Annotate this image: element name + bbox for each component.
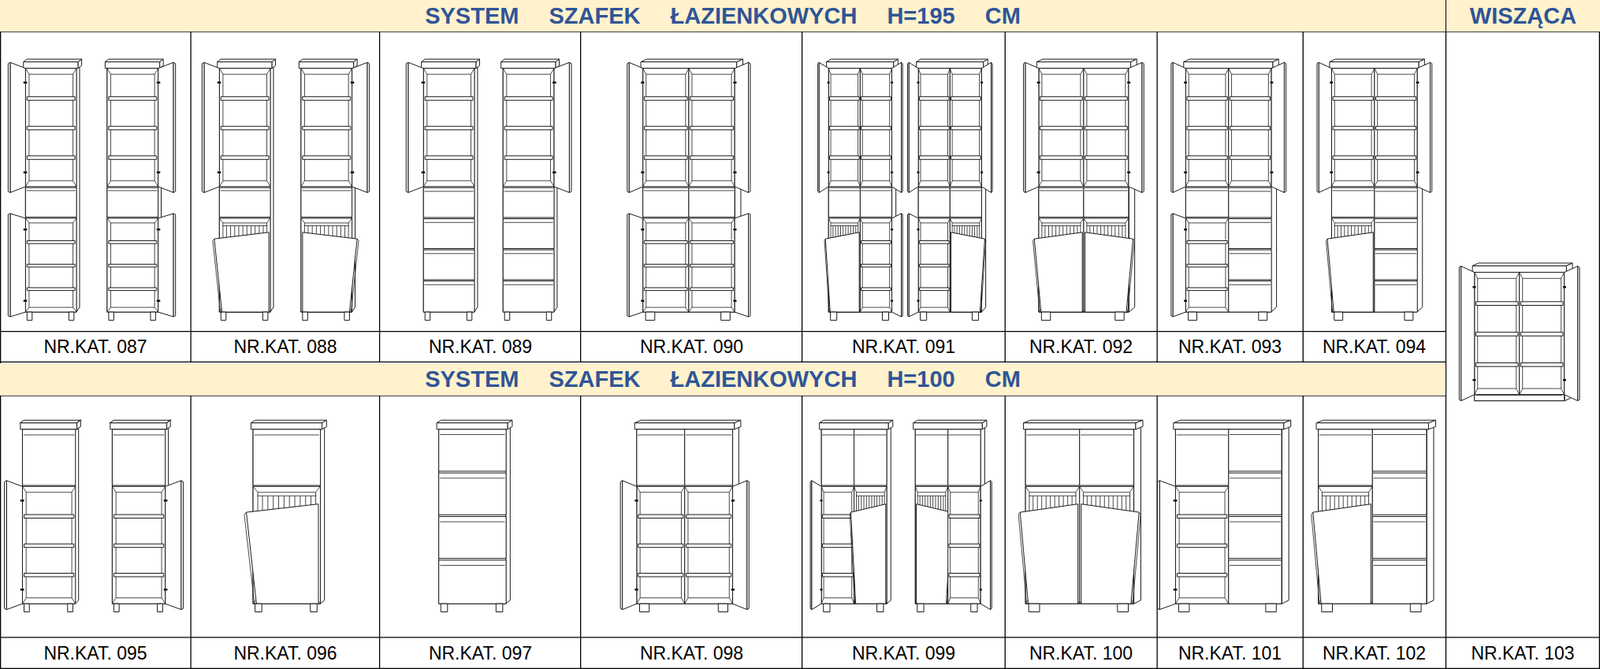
- table-cell: NR.KAT. 099: [802, 637, 1005, 669]
- cabinet-drawing: [201, 59, 276, 320]
- cabinet-drawing: [627, 59, 751, 320]
- catalog-number: NR.KAT. 089: [428, 338, 533, 357]
- cabinet-drawing: [1171, 59, 1287, 320]
- catalog-number: NR.KAT. 087: [43, 338, 147, 357]
- cabinet-drawing: [1317, 59, 1433, 320]
- band-heading: WISZĄCA: [1469, 4, 1577, 28]
- cabinet-drawing: [436, 420, 513, 612]
- cabinet-drawing: [110, 420, 184, 612]
- table-cell: NR.KAT. 091: [802, 331, 1005, 363]
- table-cell: NR.KAT. 095: [0, 637, 191, 669]
- cabinet-drawing: [818, 59, 904, 320]
- catalog-number: NR.KAT. 102: [1322, 644, 1426, 663]
- cabinet-drawing: [298, 59, 369, 320]
- catalog-number: NR.KAT. 095: [43, 644, 147, 663]
- catalog-number: NR.KAT. 091: [852, 338, 956, 357]
- cabinet-drawing: [1018, 420, 1143, 612]
- table-cell: NR.KAT. 090: [580, 331, 803, 363]
- table-cell: NR.KAT. 100: [1004, 637, 1158, 669]
- table-cell: NR.KAT. 094: [1302, 331, 1446, 363]
- catalog-number: NR.KAT. 094: [1322, 338, 1426, 357]
- cabinet-drawing: [405, 59, 480, 320]
- table-cell: NR.KAT. 092: [1004, 331, 1158, 363]
- cabinet-drawing: [810, 420, 894, 612]
- catalog-number: NR.KAT. 097: [428, 644, 533, 663]
- table-cell: NR.KAT. 102: [1302, 637, 1446, 669]
- header-band: SYSTEM SZAFEK ŁAZIENKOWYCH H=195 CM: [0, 0, 1446, 32]
- header-band: WISZĄCA: [1445, 0, 1600, 32]
- cabinet-drawing: [913, 420, 993, 612]
- band-heading: SYSTEM SZAFEK ŁAZIENKOWYCH H=100 CM: [424, 368, 1021, 391]
- header-band: SYSTEM SZAFEK ŁAZIENKOWYCH H=100 CM: [0, 363, 1446, 396]
- catalog-number: NR.KAT. 101: [1178, 644, 1282, 663]
- cabinet-drawing: [907, 59, 994, 320]
- cabinet-drawing: [1458, 263, 1580, 402]
- table-cell: NR.KAT. 088: [190, 331, 380, 363]
- table-cell: NR.KAT. 096: [190, 637, 380, 669]
- catalog-number: NR.KAT. 092: [1029, 338, 1133, 357]
- catalog-number: NR.KAT. 088: [233, 338, 337, 357]
- catalog-number: NR.KAT. 098: [640, 644, 744, 663]
- catalog-number: NR.KAT. 103: [1470, 644, 1574, 663]
- table-cell: NR.KAT. 089: [379, 331, 581, 363]
- cabinet-drawing: [244, 420, 327, 612]
- table-cell: NR.KAT. 103: [1445, 637, 1600, 669]
- catalog-number: NR.KAT. 096: [233, 644, 337, 663]
- cabinet-drawing: [1023, 59, 1145, 320]
- cabinet-drawing: [7, 59, 82, 320]
- cabinet-drawing: [104, 59, 175, 320]
- catalog-number: NR.KAT. 093: [1178, 338, 1282, 357]
- table-cell: NR.KAT. 087: [0, 331, 191, 363]
- band-heading: SYSTEM SZAFEK ŁAZIENKOWYCH H=195 CM: [424, 4, 1021, 28]
- cabinet-drawing: [1157, 420, 1292, 612]
- table-cell: NR.KAT. 093: [1157, 331, 1303, 363]
- cabinet-drawing: [1311, 420, 1437, 612]
- cabinet-drawing: [4, 420, 82, 612]
- catalog-number: NR.KAT. 090: [640, 338, 744, 357]
- cabinet-drawing: [501, 59, 572, 320]
- table-cell: NR.KAT. 101: [1157, 637, 1303, 669]
- table-cell: NR.KAT. 098: [580, 637, 803, 669]
- catalog-number: NR.KAT. 100: [1029, 644, 1133, 663]
- table-cell: NR.KAT. 097: [379, 637, 581, 669]
- cabinet-drawing: [620, 420, 749, 612]
- catalog-number: NR.KAT. 099: [852, 644, 956, 663]
